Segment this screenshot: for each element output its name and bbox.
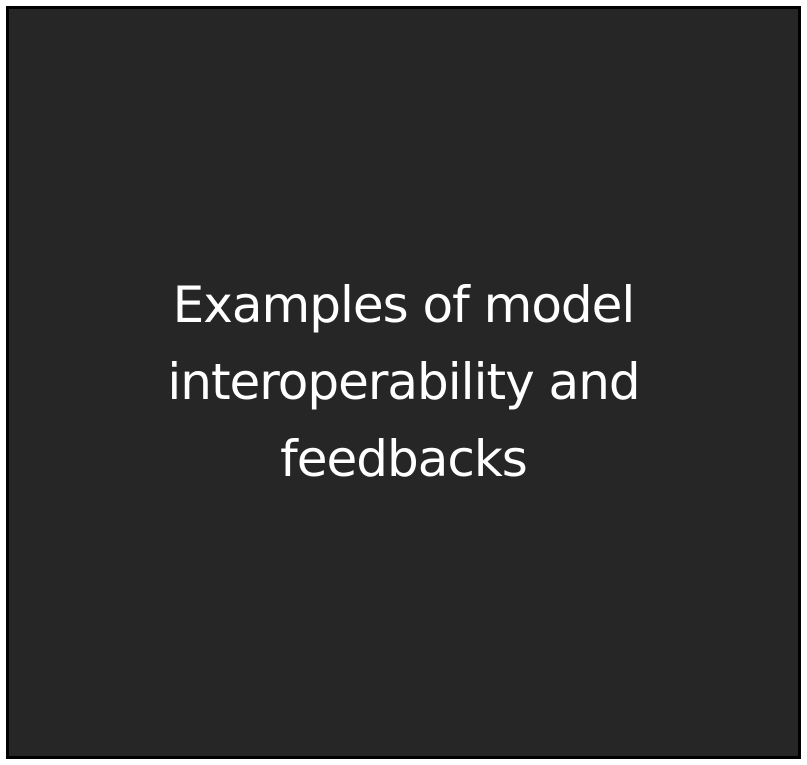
- title-line-1: Examples of model: [172, 276, 636, 334]
- title-line-3: feedbacks: [280, 430, 528, 488]
- title-panel: Examples of model interoperability and f…: [6, 6, 801, 759]
- title-text: Examples of model interoperability and f…: [167, 267, 640, 498]
- title-line-2: interoperability and: [167, 353, 640, 411]
